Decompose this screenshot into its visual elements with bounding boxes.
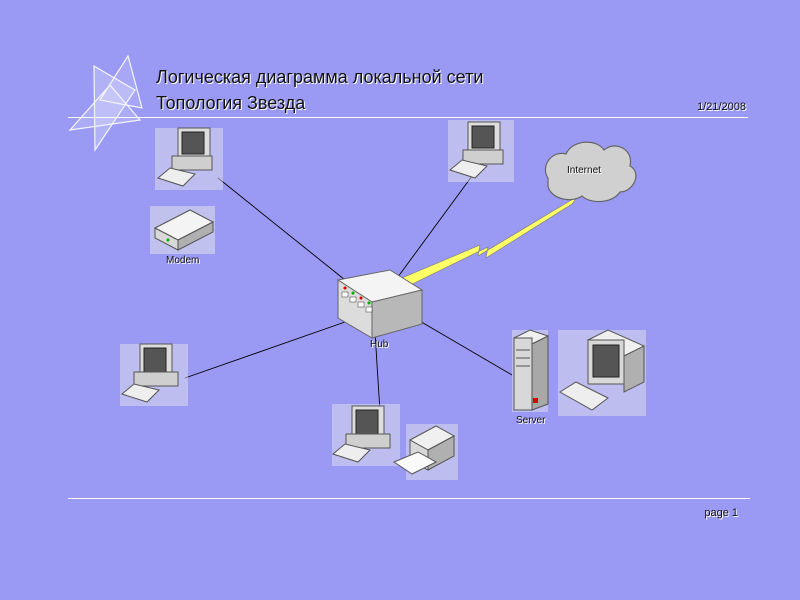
page-number: page 1	[704, 507, 738, 519]
computer-icon	[331, 404, 400, 466]
date-label: 1/21/2008	[697, 101, 746, 113]
printer-icon	[392, 424, 458, 480]
page-title: Логическая диаграмма локальной сети Топо…	[156, 64, 483, 116]
title-line-2: Топология Звезда	[156, 93, 306, 113]
cloud-icon	[544, 141, 637, 203]
link-pc-top-left	[217, 177, 356, 289]
link-pc-top-right	[391, 171, 476, 286]
internet-label: Internet	[567, 165, 601, 176]
link-pc-bottom-left	[184, 321, 346, 379]
triangle-logo-icon	[68, 54, 143, 152]
modem-icon	[150, 206, 215, 254]
server-icon	[512, 329, 550, 412]
footer-divider	[68, 498, 750, 499]
header-divider	[68, 117, 748, 118]
connection-lines	[184, 171, 513, 413]
link-server	[417, 319, 513, 376]
modem-label: Modem	[166, 255, 200, 266]
hub-icon	[336, 269, 424, 339]
title-line-1: Логическая диаграмма локальной сети	[156, 67, 484, 87]
monitor-icon	[558, 329, 646, 416]
lightning-link-icon	[389, 195, 579, 293]
hub-label: Hub	[370, 339, 389, 350]
computer-icon	[448, 120, 514, 182]
computer-icon	[120, 343, 188, 406]
server-label: Server	[516, 415, 546, 426]
computer-icon	[155, 127, 223, 190]
link-pc-bottom	[374, 331, 381, 413]
